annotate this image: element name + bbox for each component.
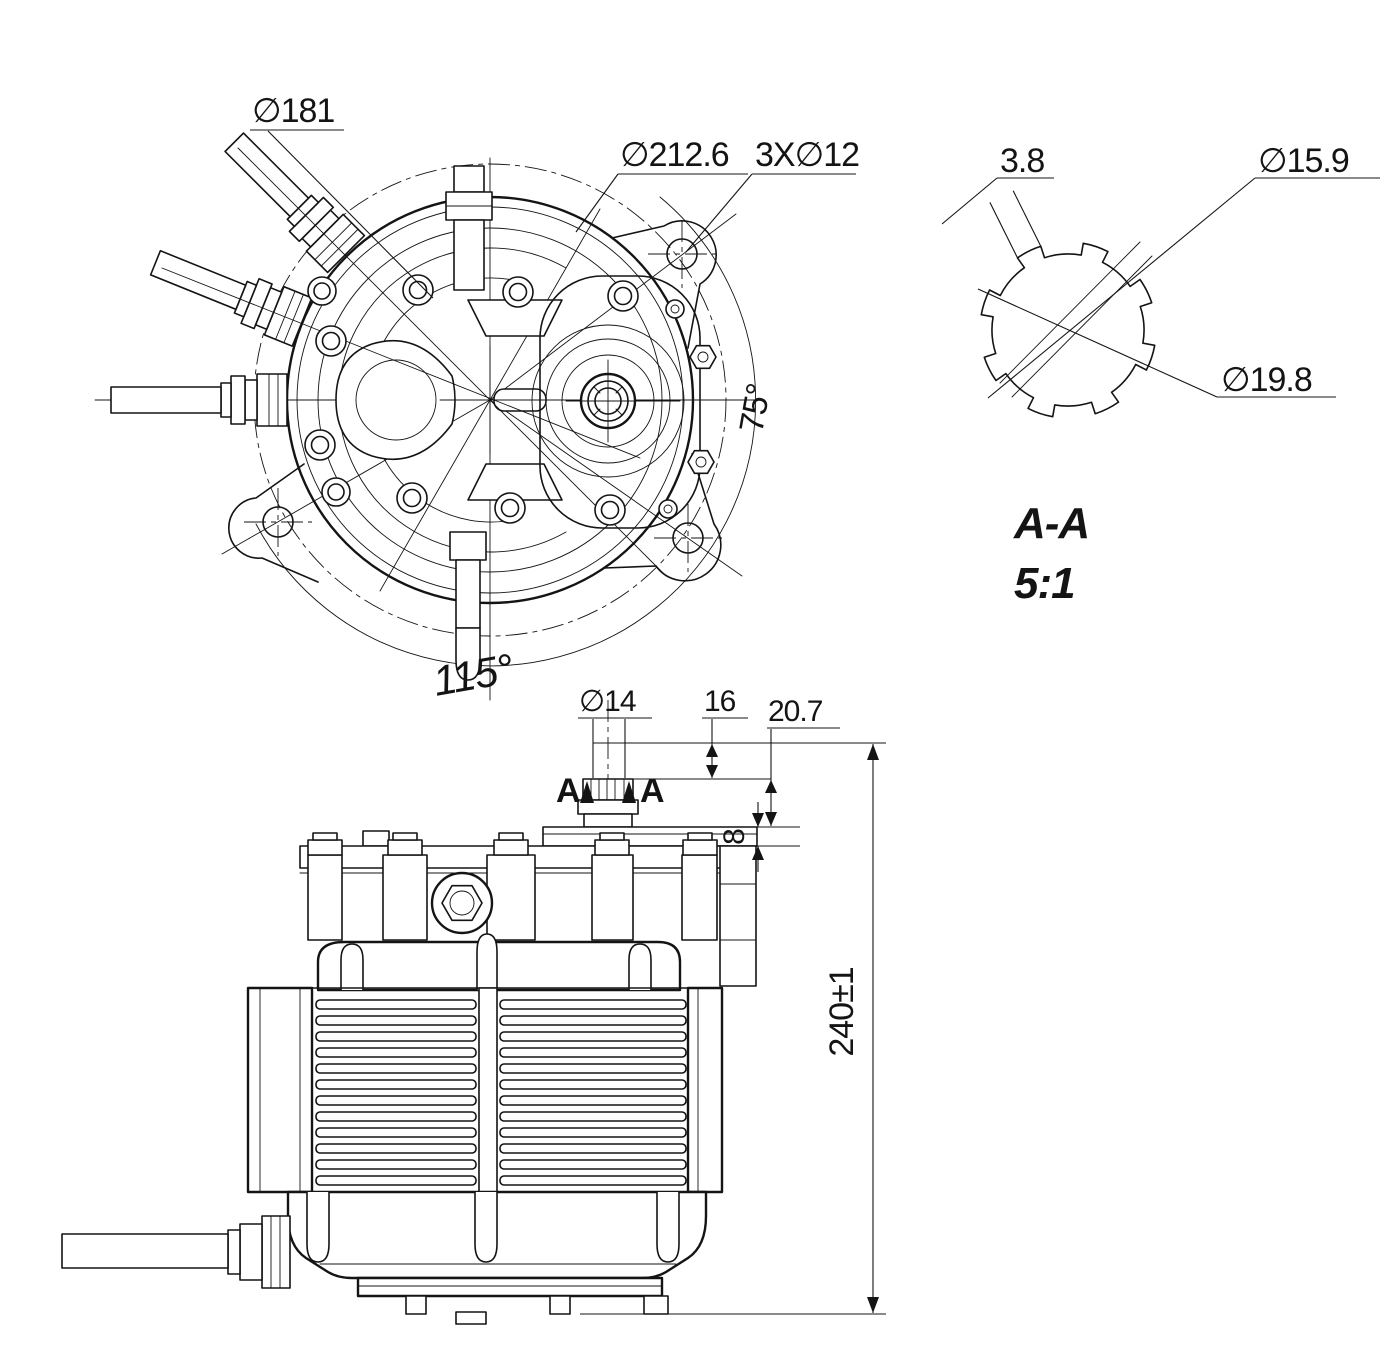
cable-gland-22 xyxy=(149,249,313,347)
gear-cover xyxy=(531,275,701,529)
stator-fins xyxy=(246,986,724,1194)
side-dimensions: ∅14 16 20.7 8 240±1 xyxy=(578,685,886,1315)
angle-75-label: 75° xyxy=(732,381,778,435)
bolt-face-ring xyxy=(317,227,663,573)
cable-gland-45 xyxy=(224,132,366,274)
center-tie-rod xyxy=(478,987,498,1193)
gland-axis-22 xyxy=(161,267,641,459)
cable-horizontal xyxy=(110,386,222,414)
mount-lug-bottom-left xyxy=(228,463,319,583)
gear-case-side xyxy=(719,845,757,987)
front-casting xyxy=(335,299,563,501)
shaft-flat-line-1 xyxy=(999,241,1141,384)
section-marker-left: A xyxy=(556,772,580,810)
fins-right xyxy=(499,999,687,1186)
top-bolt-caps xyxy=(307,832,718,856)
dim-flange-thickness-label: 8 xyxy=(718,829,751,845)
section-arrow-left xyxy=(580,781,594,803)
section-scale: 5:1 xyxy=(1014,559,1075,608)
shaft-flat-line-2 xyxy=(1011,255,1153,398)
upper-cover xyxy=(316,933,682,992)
spline-shaft xyxy=(577,778,639,828)
spline-shaft-outline xyxy=(980,242,1156,418)
gland-axis-45 xyxy=(237,147,667,577)
dim-bolt-circle-label: ∅181 xyxy=(252,92,334,130)
cable-gland-horizontal xyxy=(110,373,288,427)
bottom-plate xyxy=(356,1276,664,1298)
foot-left xyxy=(405,1295,427,1315)
mounting-arc xyxy=(255,196,757,667)
side-cable-gland xyxy=(61,1215,291,1289)
side-view: A A xyxy=(61,685,886,1325)
motor-top-housing xyxy=(299,832,757,987)
bottom-drain-stem xyxy=(449,531,487,681)
front-view: ∅181 ∅212.6 3X∅12 75° 115° xyxy=(94,92,860,705)
hex-screw-1 xyxy=(689,344,717,370)
cable-22 xyxy=(149,249,247,311)
dim-mount-holes-label: 3X∅12 xyxy=(755,136,859,174)
dim-outer-circle-label: ∅212.6 xyxy=(620,136,729,174)
mount-lug-top-right xyxy=(611,220,717,349)
dim-shaft-dia-label: ∅14 xyxy=(579,685,636,718)
dim-minor-dia-label: ∅15.9 xyxy=(1258,142,1349,180)
lower-housing xyxy=(286,1190,708,1325)
foot-center xyxy=(549,1295,571,1315)
section-marker-right: A xyxy=(640,772,664,810)
dim-tooth-width-label: 3.8 xyxy=(1000,142,1044,180)
section-dimensions: 3.8 ∅15.9 ∅19.8 xyxy=(941,142,1380,399)
foot-right xyxy=(643,1295,669,1315)
hex-plug xyxy=(430,871,494,935)
dim-shaft-total-label: 20.7 xyxy=(768,695,823,728)
side-cable xyxy=(61,1233,229,1269)
housing-bolts xyxy=(304,274,717,526)
bottom-tab xyxy=(455,1311,487,1325)
front-dimensions: ∅181 ∅212.6 3X∅12 75° 115° xyxy=(250,92,860,705)
dim-shaft-step-label: 16 xyxy=(704,685,736,718)
cable-45 xyxy=(224,132,310,218)
section-title: A-A xyxy=(1013,499,1089,548)
dim-overall-height-label: 240±1 xyxy=(823,967,861,1056)
fins-left xyxy=(315,999,477,1186)
angle-115-label: 115° xyxy=(429,645,516,705)
section-view-aa: 3.8 ∅15.9 ∅19.8 A-A 5:1 xyxy=(941,142,1380,608)
hex-screw-2 xyxy=(687,449,715,475)
top-vent-stem xyxy=(445,165,493,291)
terminal-posts xyxy=(307,854,718,941)
section-arrow-right xyxy=(622,781,636,803)
dim-major-dia-label: ∅19.8 xyxy=(1221,361,1312,399)
